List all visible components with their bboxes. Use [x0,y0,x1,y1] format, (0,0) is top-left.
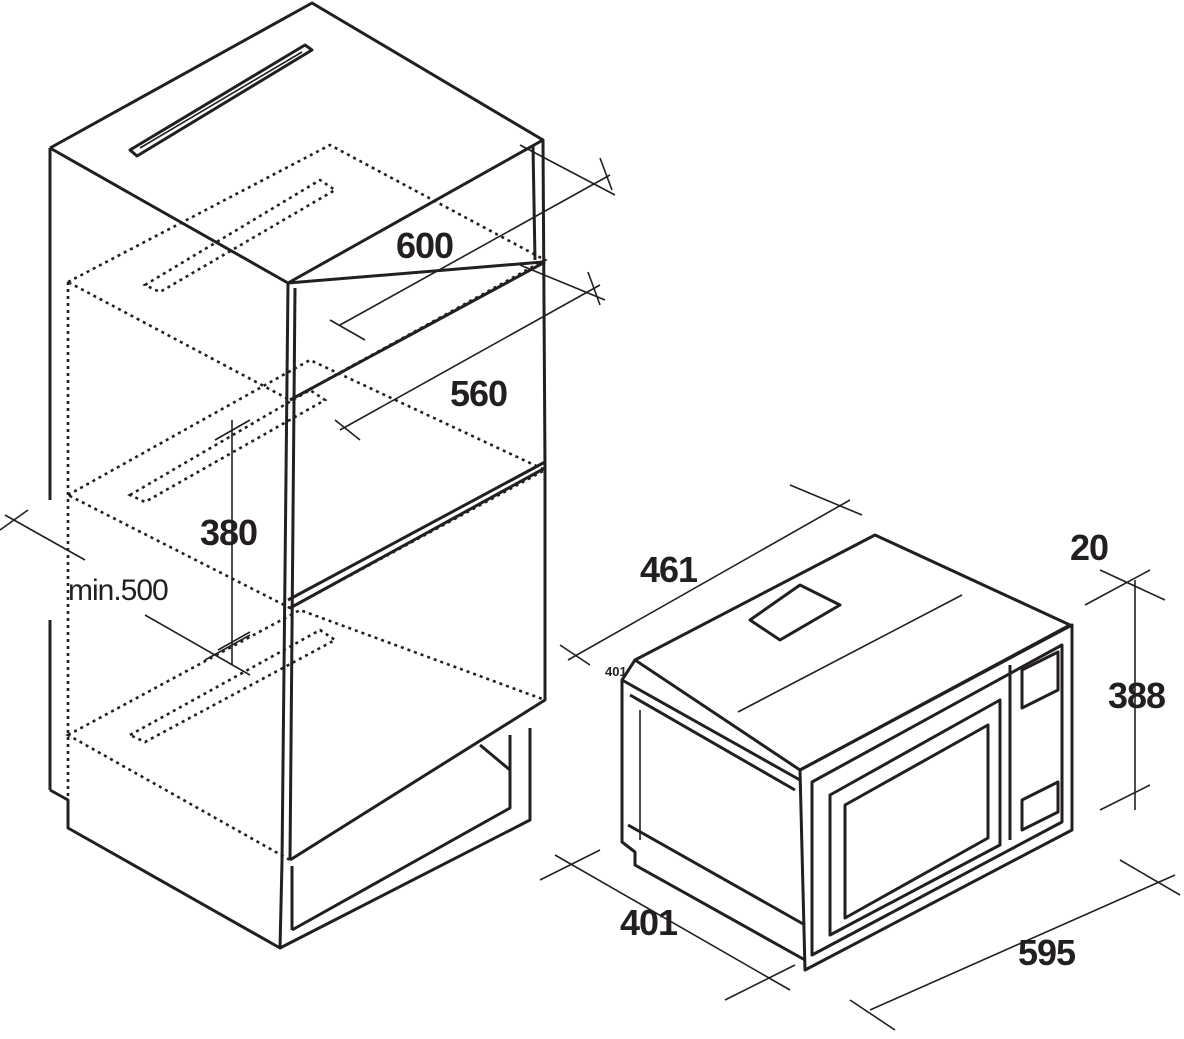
dimension-595-label: 595 [1018,932,1076,973]
dimension-560-label: 560 [450,373,507,414]
dimension-388-label: 388 [1108,675,1165,716]
dimension-600-label: 600 [396,225,453,266]
dimension-401-label: 401 [620,902,678,943]
dimension-380-label: 380 [200,512,257,553]
dimension-401-small-label: 401 [605,664,627,679]
dimension-min500-label: min.500 [68,574,168,607]
dimension-20-label: 20 [1070,527,1108,568]
microwave-drawing: 461 401 20 388 401 595 [539,484,1181,1031]
cabinet-drawing: 600 560 380 min.500 [0,1,616,950]
dimension-461-label: 461 [640,549,698,590]
